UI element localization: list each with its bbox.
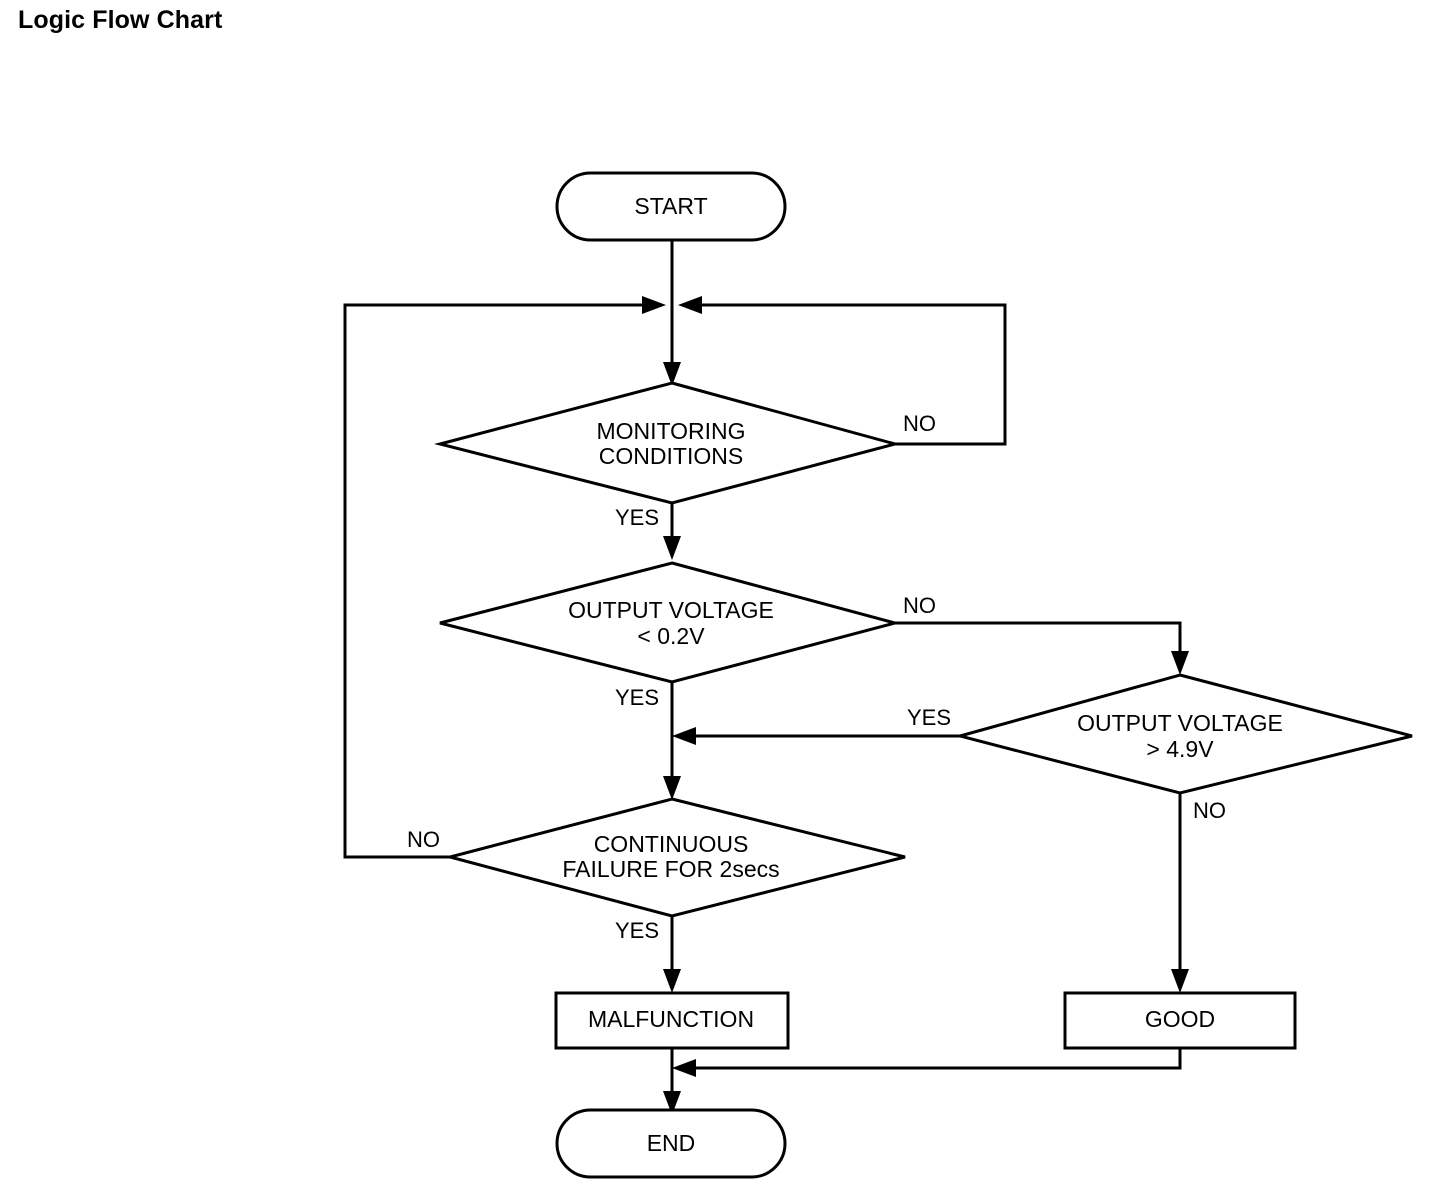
edge-monitoring-no-loop — [690, 303, 1007, 446]
node-monitoring-line2: CONDITIONS — [599, 443, 743, 469]
arrowhead-lowvoltage-to-continuous — [663, 776, 681, 800]
node-malfunction-label: MALFUNCTION — [588, 1006, 754, 1032]
edge-label-highvoltage-no: NO — [1193, 798, 1226, 823]
arrowhead-to-end — [663, 1091, 681, 1115]
node-end[interactable] — [555, 1108, 787, 1179]
edge-label-monitoring-yes: YES — [615, 505, 659, 530]
edge-label-lowvoltage-no: NO — [903, 593, 936, 618]
node-start-label: START — [634, 193, 707, 219]
node-highvoltage-line2: > 4.9V — [1146, 736, 1214, 762]
node-highvoltage-line1: OUTPUT VOLTAGE — [1077, 710, 1283, 736]
node-output-voltage-high[interactable] — [954, 673, 1413, 795]
edge-label-continuous-yes: YES — [615, 918, 659, 943]
node-lowvoltage-line2: < 0.2V — [637, 623, 705, 649]
arrowhead-highvoltage-yes-merge — [672, 727, 696, 745]
node-start[interactable] — [555, 171, 787, 242]
node-monitoring-conditions[interactable] — [434, 381, 901, 505]
node-good[interactable] — [1063, 991, 1297, 1050]
arrowhead-right-loop-into-junction — [678, 296, 702, 314]
node-malfunction[interactable] — [554, 991, 790, 1050]
arrowhead-junction-to-monitoring — [663, 362, 681, 386]
edge-label-highvoltage-yes: YES — [907, 705, 951, 730]
arrowhead-highvoltage-no-to-good — [1171, 969, 1189, 993]
node-end-label: END — [647, 1130, 696, 1156]
arrowhead-continuous-to-malfunction — [663, 969, 681, 993]
node-lowvoltage-line1: OUTPUT VOLTAGE — [568, 597, 774, 623]
edge-continuous-no-loop — [343, 303, 654, 859]
edge-lowvoltage-no — [895, 621, 1182, 663]
arrowhead-left-loop-into-junction — [642, 296, 666, 314]
node-output-voltage-low[interactable] — [439, 561, 901, 684]
arrowhead-good-merge — [672, 1059, 696, 1077]
edge-label-monitoring-no: NO — [903, 411, 936, 436]
arrowhead-lowvoltage-no-to-highvoltage — [1171, 651, 1189, 675]
node-continuous-line1: CONTINUOUS — [594, 831, 749, 857]
node-continuous-failure[interactable] — [444, 797, 906, 918]
node-continuous-line2: FAILURE FOR 2secs — [562, 856, 779, 882]
edge-good-to-end — [684, 1048, 1182, 1070]
edge-label-lowvoltage-yes: YES — [615, 685, 659, 710]
page-title: Logic Flow Chart — [18, 6, 223, 34]
node-good-label: GOOD — [1145, 1006, 1215, 1032]
node-monitoring-line1: MONITORING — [596, 418, 745, 444]
edge-label-continuous-no: NO — [407, 827, 440, 852]
arrowhead-monitoring-to-lowvoltage — [663, 536, 681, 560]
